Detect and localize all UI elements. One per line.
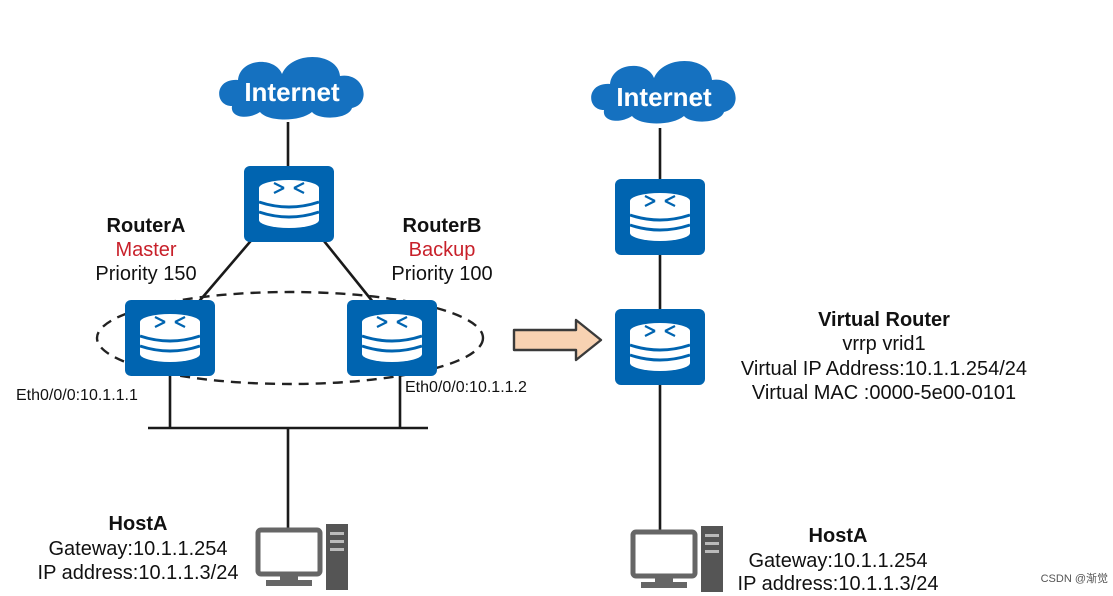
right-host-pc-icon [633, 526, 723, 592]
right-host-ip: IP address:10.1.1.3/24 [737, 573, 939, 595]
router-a-icon [123, 298, 217, 378]
virtual-router-icon [613, 307, 707, 387]
right-internet-label: Internet [616, 82, 712, 112]
virtual-router-vip: Virtual IP Address:10.1.1.254/24 [740, 358, 1028, 380]
router-b-icon [345, 298, 439, 378]
left-internet-label: Internet [244, 77, 340, 107]
transition-arrow [512, 318, 603, 362]
virtual-router-vrid: vrrp vrid1 [842, 333, 926, 355]
right-upstream-router-icon [613, 177, 707, 257]
left-links [148, 122, 428, 528]
right-host-name: HostA [808, 525, 868, 547]
vrrp-group-ellipse [95, 290, 485, 386]
virtual-router-title: Virtual Router [818, 309, 950, 331]
router-b-name: RouterB [402, 215, 482, 237]
router-b-interface: Eth0/0/0:10.1.1.2 [405, 379, 527, 396]
router-a-interface: Eth0/0/0:10.1.1.1 [16, 387, 138, 404]
router-a-role: Master [115, 239, 177, 261]
right-host-gateway: Gateway:10.1.1.254 [748, 550, 928, 572]
watermark: CSDN @渐觉 [1040, 573, 1108, 585]
virtual-router-vmac: Virtual MAC :0000-5e00-0101 [751, 382, 1017, 404]
left-host-gateway: Gateway:10.1.1.254 [48, 538, 228, 560]
left-host-name: HostA [108, 513, 168, 535]
router-a-name: RouterA [106, 215, 186, 237]
left-host-ip: IP address:10.1.1.3/24 [37, 562, 239, 584]
router-b-priority: Priority 100 [391, 263, 493, 285]
router-a-priority: Priority 150 [95, 263, 197, 285]
left-host-pc-icon [258, 524, 348, 590]
left-upstream-router-icon [242, 164, 336, 244]
router-b-role: Backup [408, 239, 476, 261]
